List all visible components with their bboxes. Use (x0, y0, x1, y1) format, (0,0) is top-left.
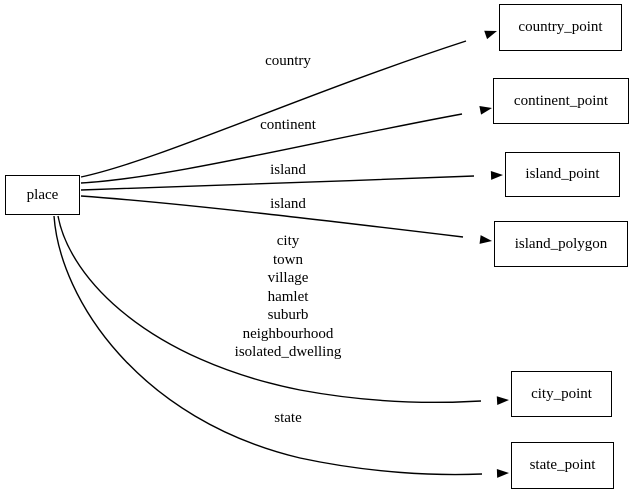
edge-label-country: country (265, 53, 311, 69)
edge-state (53, 215, 483, 476)
edge-island-polygon-arrowhead (479, 235, 492, 244)
node-country-point[interactable]: country_point (499, 4, 622, 51)
node-place[interactable]: place (5, 175, 80, 215)
edge-label-state: state (274, 410, 302, 426)
node-city-point-label: city_point (531, 385, 592, 402)
edge-country (80, 40, 467, 178)
edge-island-point-arrowhead (490, 171, 503, 180)
edge-city (57, 215, 482, 404)
node-island-point[interactable]: island_point (505, 152, 620, 197)
node-island-polygon[interactable]: island_polygon (494, 221, 628, 267)
node-city-point[interactable]: city_point (511, 371, 612, 417)
edge-city-arrowhead (496, 396, 509, 406)
edge-state-arrowhead (496, 469, 509, 478)
edge-country-arrowhead (484, 30, 497, 40)
edge-continent (80, 113, 463, 184)
node-place-label: place (26, 186, 59, 203)
edge-label-island-point: island (270, 162, 306, 178)
node-country-point-label: country_point (518, 19, 603, 35)
edge-island-point (80, 175, 475, 191)
node-state-point[interactable]: state_point (511, 442, 614, 489)
edge-continent-arrowhead (479, 105, 492, 115)
node-continent-point[interactable]: continent_point (493, 78, 629, 124)
node-island-point-label: island_point (525, 166, 600, 182)
node-state-point-label: state_point (529, 457, 596, 473)
edge-label-continent: continent (260, 117, 316, 133)
node-island-polygon-label: island_polygon (514, 235, 608, 252)
node-continent-point-label: continent_point (513, 92, 609, 109)
edge-label-island-polygon: island (270, 196, 306, 212)
edge-island-polygon (80, 195, 464, 238)
